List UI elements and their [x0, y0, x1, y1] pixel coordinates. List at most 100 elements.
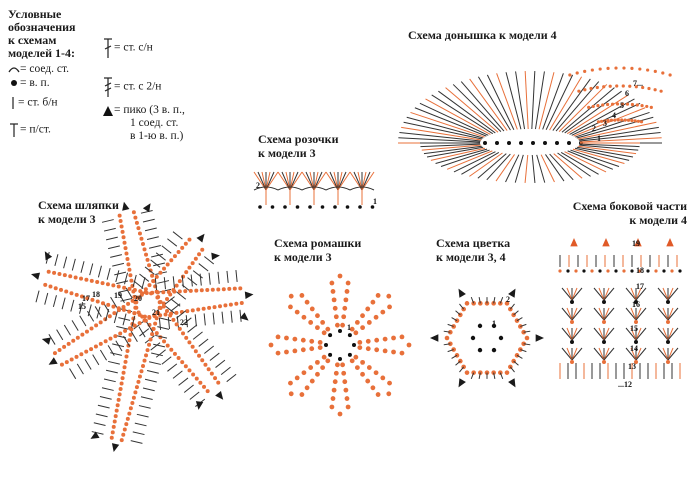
stitch-line: [523, 343, 531, 346]
chain-dot: [140, 363, 145, 368]
chain-dot: [341, 370, 347, 376]
chain-dot: [210, 287, 215, 292]
chain-dot: [354, 320, 360, 325]
stitch-line: [209, 352, 220, 361]
chain-dot: [183, 289, 188, 294]
chain-dot: [165, 308, 170, 313]
stitch-line: [70, 299, 75, 312]
stitch-line: [635, 347, 647, 361]
stitch-line: [110, 254, 122, 258]
stitch-line: [112, 262, 125, 267]
chain-dot: [130, 401, 135, 406]
row-number-label: 4: [612, 111, 616, 120]
chain-dot: [320, 365, 326, 370]
stitch-line: [89, 263, 94, 276]
stitch-line: [194, 314, 197, 327]
chain-dot: [335, 362, 340, 368]
chain-dot: [329, 280, 335, 286]
legend-item-half-double: = п/ст.: [8, 122, 51, 138]
chain-dot: [484, 301, 490, 306]
chain-dot: [119, 381, 124, 386]
row-number-label: 1: [347, 323, 351, 332]
stitch-line: [630, 327, 637, 341]
stitch-line: [549, 153, 574, 181]
chain-dot: [575, 71, 579, 75]
stitch-line: [97, 404, 110, 409]
chain-dot: [653, 69, 657, 73]
stitch-line: [453, 151, 496, 173]
stitch-line: [667, 327, 679, 341]
stitch-line: [203, 313, 206, 326]
stitch-line: [76, 363, 84, 375]
stitch-line: [509, 303, 515, 310]
chain-dot: [514, 318, 520, 323]
chain-dot: [601, 103, 605, 107]
chain-dot: [308, 365, 314, 370]
chain-dot: [121, 370, 126, 375]
stitch-line: [571, 307, 583, 321]
stitch-line: [630, 307, 637, 321]
hat-scheme-title: Схема шляпки к модели 3: [38, 198, 119, 226]
chain-dot: [283, 205, 287, 209]
chain-dot: [184, 335, 189, 340]
chain-dot: [621, 84, 625, 88]
chain-dot: [344, 289, 350, 294]
chain-dot: [172, 289, 177, 294]
stitch-line: [115, 270, 120, 283]
stitch-line: [116, 280, 129, 285]
chain-dot: [294, 309, 300, 315]
stitch-line: [150, 259, 161, 268]
chain-dot: [127, 286, 132, 291]
stitch-line: [667, 327, 674, 341]
chain-dot: [301, 370, 307, 376]
stitch-line: [571, 347, 583, 361]
chain-dot: [521, 341, 526, 347]
chain-dot: [324, 343, 328, 347]
chain-dot: [183, 241, 188, 246]
chain-dot: [132, 311, 137, 316]
chain-dot: [145, 257, 150, 262]
chain-dot: [382, 336, 388, 342]
stitch-line: [56, 329, 64, 341]
chain-dot: [84, 277, 89, 282]
stitch-line: [84, 359, 92, 370]
stitch-line: [170, 303, 181, 312]
bottom-scheme-diagram: 1234567...: [398, 66, 672, 184]
treble-crochet-icon: [104, 77, 112, 97]
stitch-line: [155, 334, 168, 339]
chain-dot: [406, 342, 412, 348]
chain-dot: [317, 340, 323, 345]
stitch-line: [455, 360, 461, 366]
stitch-line: [499, 372, 504, 380]
chain-dot: [166, 289, 171, 294]
stitch-line: [603, 307, 615, 321]
chain-dot: [190, 308, 195, 313]
stitch-line: [153, 262, 166, 267]
chain-dot: [531, 141, 535, 145]
stitch-line: [150, 342, 161, 351]
chain-dot: [213, 376, 218, 381]
stitch-line: [161, 356, 172, 365]
stitch-line: [134, 422, 147, 427]
chain-dot: [95, 299, 100, 304]
stitch-line: [515, 71, 526, 130]
stitch-line: [445, 87, 499, 133]
flower-scheme-title: Схема цветка к модели 3, 4: [436, 236, 511, 264]
chain-dot: [623, 118, 627, 122]
stitch-line: [520, 323, 527, 327]
picot-triangle: [666, 238, 674, 247]
stitch-line: [571, 327, 578, 341]
chain-dot: [116, 397, 121, 402]
chain-dot: [360, 371, 365, 377]
stitch-line: [443, 343, 451, 346]
chain-dot: [375, 293, 381, 298]
chain-dot: [626, 118, 631, 122]
stitch-line: [125, 287, 133, 299]
chain-dot: [587, 105, 591, 109]
stitch-line: [470, 296, 475, 304]
chain-dot: [89, 278, 94, 283]
stitch-line: [146, 370, 159, 374]
chain-dot: [328, 333, 333, 338]
stitch-line: [63, 324, 71, 336]
